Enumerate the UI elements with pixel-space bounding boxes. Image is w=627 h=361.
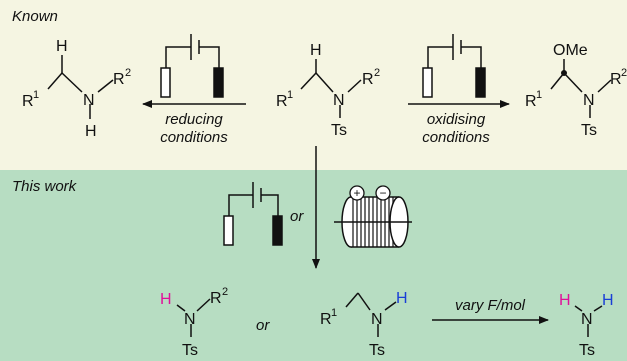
- conditions-label: conditions: [422, 129, 490, 146]
- atom-r: R: [22, 93, 34, 110]
- superscript-2: 2: [125, 67, 131, 79]
- vary-label: vary F/mol: [455, 297, 526, 314]
- tosyl-group: Ts: [182, 342, 198, 359]
- atom-h: H: [85, 123, 97, 140]
- atom-r: R: [276, 93, 288, 110]
- minus-terminal: −: [379, 186, 386, 200]
- tosyl-group: Ts: [369, 342, 385, 359]
- oxidising-label: oxidising: [427, 111, 486, 128]
- stereocenter-dot: [561, 70, 567, 76]
- atom-h-blue: H: [602, 292, 614, 309]
- atom-h-magenta: H: [160, 291, 172, 308]
- atom-r: R: [610, 71, 622, 88]
- atom-r: R: [362, 71, 374, 88]
- atom-h-magenta: H: [559, 292, 571, 309]
- superscript-1: 1: [536, 89, 542, 101]
- electrochemical-cell-icon: [422, 34, 486, 98]
- or-label: or: [290, 208, 304, 225]
- superscript-2: 2: [374, 67, 380, 79]
- atom-n: N: [581, 311, 593, 328]
- atom-n: N: [184, 311, 196, 328]
- atom-n: N: [583, 92, 595, 109]
- atom-r: R: [210, 290, 222, 307]
- superscript-1: 1: [33, 89, 39, 101]
- secondary-amine-structure: [47, 55, 114, 119]
- tosyl-group: Ts: [581, 122, 597, 139]
- tosyl-group: Ts: [331, 122, 347, 139]
- atom-r: R: [113, 71, 125, 88]
- electrochemical-cell-icon: [160, 34, 224, 98]
- atom-h-blue: H: [396, 290, 408, 307]
- tosylamide-structure: [574, 305, 603, 337]
- electrochemical-cell-icon: [223, 182, 283, 246]
- primary-alkyl-sulfonamide-structure: [345, 292, 397, 337]
- atom-n: N: [83, 92, 95, 109]
- superscript-1: 1: [287, 89, 293, 101]
- this-work-section-background: [0, 170, 627, 361]
- atom-n: N: [371, 311, 383, 328]
- secondary-sulfonamide-structure: [176, 298, 211, 337]
- conditions-label: conditions: [160, 129, 228, 146]
- this-work-label: This work: [12, 178, 78, 195]
- coil-icon: [334, 185, 412, 248]
- superscript-2: 2: [222, 286, 228, 298]
- methoxy-group: OMe: [553, 42, 588, 59]
- known-section-background: [0, 0, 627, 170]
- superscript-2: 2: [621, 67, 627, 79]
- plus-terminal: +: [353, 186, 360, 200]
- atom-r: R: [525, 93, 537, 110]
- atom-n: N: [333, 92, 345, 109]
- or-label: or: [256, 317, 270, 334]
- sulfonamide-structure: [300, 59, 362, 118]
- known-label: Known: [12, 8, 58, 25]
- reducing-label: reducing: [165, 111, 223, 128]
- atom-h: H: [310, 42, 322, 59]
- atom-r: R: [320, 311, 332, 328]
- atom-h: H: [56, 38, 68, 55]
- superscript-1: 1: [331, 307, 337, 319]
- tosyl-group: Ts: [579, 342, 595, 359]
